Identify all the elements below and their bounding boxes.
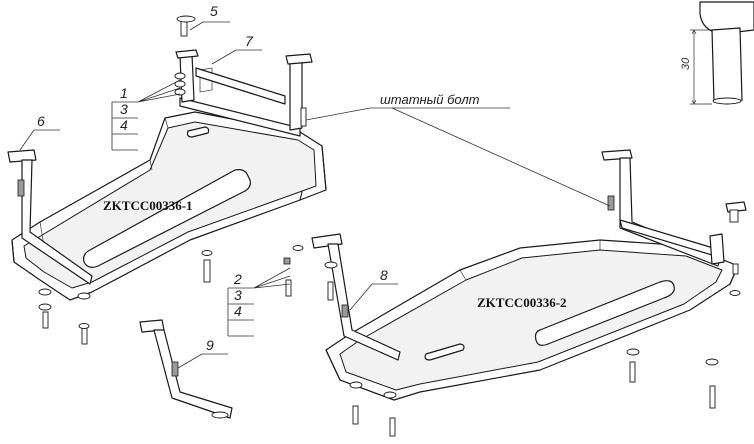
right-skid-plate [325, 239, 739, 401]
callout-2: 2 [233, 271, 242, 287]
standard-bolt-note: штатный болт [380, 92, 480, 107]
left-skid-plate [11, 111, 327, 301]
bracket-9 [139, 319, 233, 419]
callout-leaders [19, 21, 398, 369]
right-bracket [601, 149, 747, 267]
bracket-7 [175, 49, 313, 137]
callout-8: 8 [380, 267, 388, 283]
left-bolts [38, 15, 307, 345]
callout-4b: 4 [234, 303, 242, 319]
detail-view [690, 1, 754, 105]
callout-5: 5 [210, 3, 218, 19]
callout-4a: 4 [120, 117, 128, 133]
note-leaders [305, 107, 611, 207]
right-part-code: ZKTCC00336-2 [477, 295, 567, 310]
callout-1: 1 [120, 85, 128, 101]
dimension-label: 30 [680, 57, 692, 70]
bracket-8 [311, 233, 401, 361]
left-part-code: ZKTCC00336-1 [103, 198, 193, 213]
callout-6: 6 [37, 113, 45, 129]
callout-9: 9 [206, 337, 214, 353]
callout-7: 7 [245, 33, 254, 49]
callout-3a: 3 [120, 101, 128, 117]
callout-3b: 3 [234, 287, 242, 303]
bracket-6 [7, 149, 93, 285]
right-bolts [324, 261, 741, 437]
